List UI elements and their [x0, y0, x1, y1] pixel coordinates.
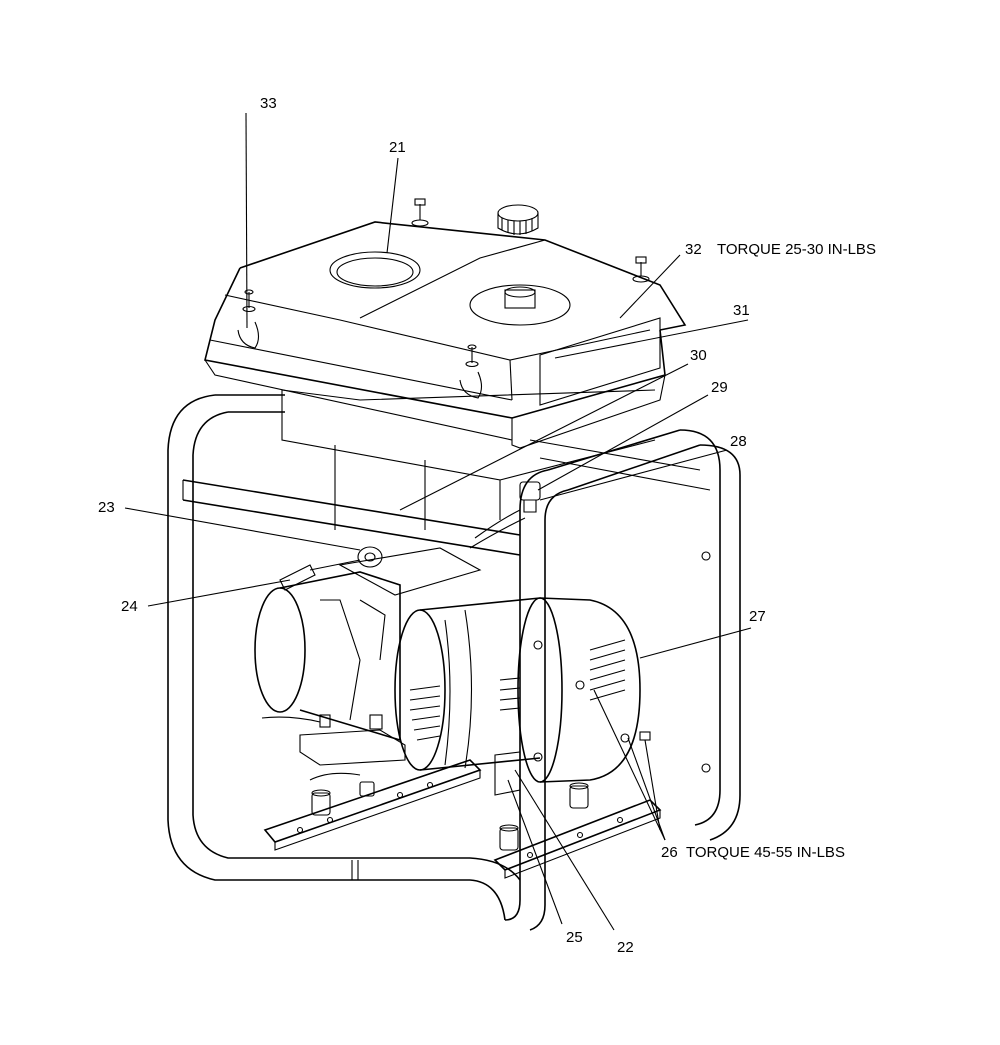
- callout-26-note: TORQUE 45-55 IN-LBS: [686, 844, 845, 861]
- callout-27: 27: [749, 608, 766, 625]
- callout-31: 31: [733, 302, 750, 319]
- callout-25: 25: [566, 929, 583, 946]
- tank-fasteners: [411, 198, 650, 283]
- callout-29: 29: [711, 379, 728, 396]
- wires: [261, 716, 361, 781]
- callout-32: 32: [685, 241, 702, 258]
- callout-24: 24: [121, 598, 138, 615]
- callout-22: 22: [617, 939, 634, 956]
- callout-30: 30: [690, 347, 707, 364]
- fuel-tank: [204, 221, 687, 449]
- carburetor-fitting: [279, 546, 383, 591]
- callout-23: 23: [98, 499, 115, 516]
- fuel-line: [469, 481, 541, 549]
- callout-labels: 33 21 32 TORQUE 25-30 IN-LBS 31 30 29 28…: [98, 95, 876, 956]
- callout-21: 21: [389, 139, 406, 156]
- callout-28: 28: [730, 433, 747, 450]
- callout-33: 33: [260, 95, 277, 112]
- callout-26: 26: [661, 844, 678, 861]
- control-box: [281, 389, 656, 530]
- alternator: [394, 597, 661, 831]
- frame-holes: [533, 551, 711, 773]
- fuel-cap: [497, 204, 539, 235]
- leader-lines: [124, 112, 752, 931]
- tube-frame: [167, 394, 741, 931]
- callout-32-note: TORQUE 25-30 IN-LBS: [717, 241, 876, 258]
- base-rails: [263, 759, 662, 879]
- vibration-mounts: [311, 781, 589, 851]
- front-crossbar: [182, 479, 521, 556]
- engine: [254, 547, 482, 766]
